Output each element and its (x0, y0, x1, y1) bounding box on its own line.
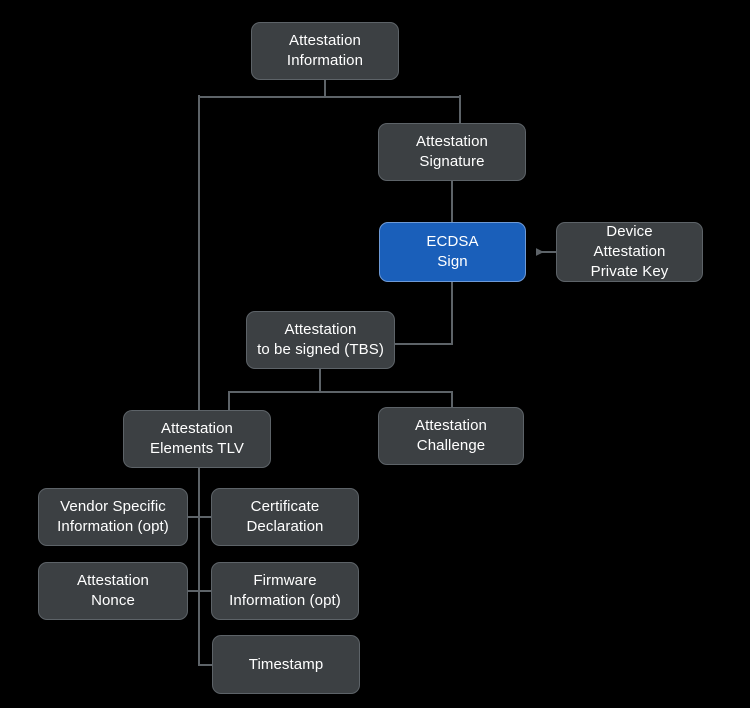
node-label: Attestation Challenge (415, 417, 487, 454)
edge-ecdsa-sign-to-tbs (395, 281, 453, 345)
node-attestation-challenge[interactable]: Attestation Challenge (378, 407, 524, 465)
node-certificate-declaration[interactable]: Certificate Declaration (211, 488, 359, 546)
node-label: Attestation Nonce (77, 572, 149, 609)
node-label: Attestation Information (286, 32, 364, 69)
node-attestation-to-be-signed[interactable]: Attestation to be signed (TBS) (246, 311, 395, 369)
node-attestation-elements-tlv[interactable]: Attestation Elements TLV (123, 410, 271, 468)
node-vendor-specific-information[interactable]: Vendor Specific Information (opt) (38, 488, 188, 546)
node-timestamp[interactable]: Timestamp (212, 635, 360, 694)
node-label: Attestation to be signed (TBS) (257, 321, 384, 358)
node-label: Vendor Specific Information (opt) (57, 498, 169, 535)
node-firmware-information[interactable]: Firmware Information (opt) (211, 562, 359, 620)
node-label: Device Attestation Private Key (590, 223, 669, 280)
node-attestation-information[interactable]: Attestation Information (251, 22, 399, 80)
node-attestation-signature[interactable]: Attestation Signature (378, 123, 526, 181)
node-device-attestation-private-key[interactable]: Device Attestation Private Key (556, 222, 703, 282)
node-label: Attestation Elements TLV (149, 420, 245, 457)
node-label: Timestamp (248, 655, 324, 673)
node-attestation-nonce[interactable]: Attestation Nonce (38, 562, 188, 620)
node-ecdsa-sign[interactable]: ECDSA Sign (379, 222, 526, 282)
node-label: Firmware Information (opt) (229, 572, 341, 609)
node-label: Attestation Signature (416, 133, 488, 170)
node-label: ECDSA Sign (426, 233, 479, 270)
node-label: Certificate Declaration (246, 498, 324, 535)
